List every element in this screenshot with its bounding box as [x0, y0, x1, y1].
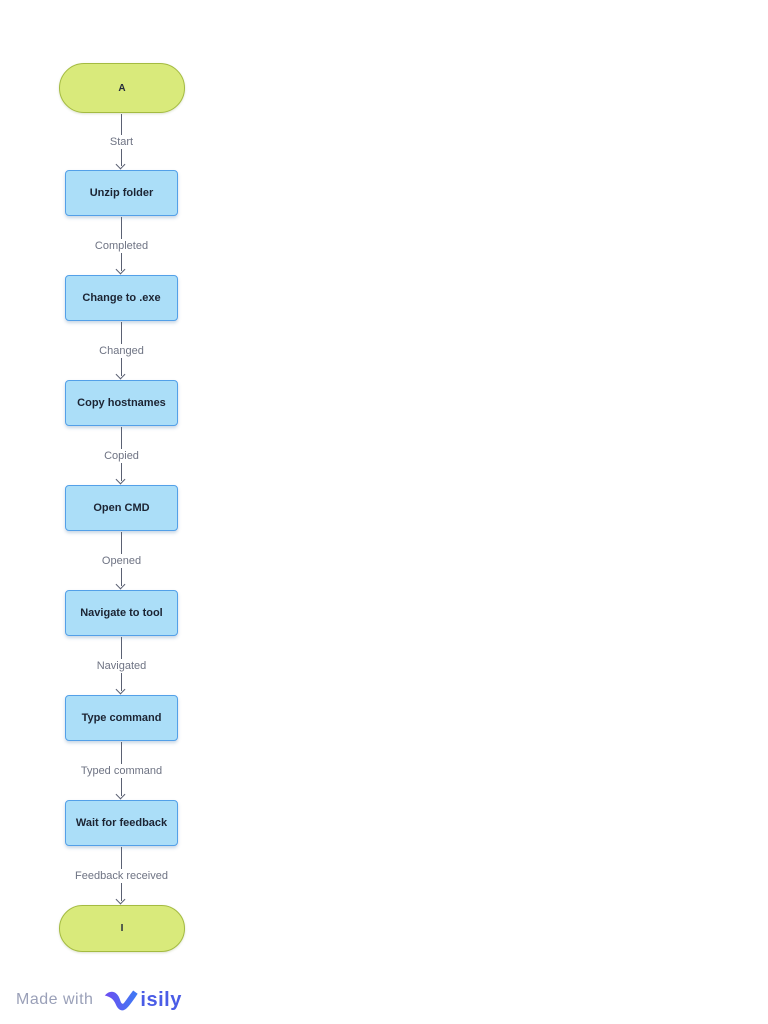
- edge-label: Typed command: [75, 764, 168, 778]
- arrow-down-icon: [115, 684, 126, 695]
- flow-node-label: Type command: [81, 712, 162, 724]
- visily-brand-text: isily: [140, 988, 182, 1011]
- flow-node-label: Wait for feedback: [75, 817, 168, 829]
- edge-label: Opened: [96, 554, 147, 568]
- flow-node-label: Open CMD: [93, 502, 150, 514]
- flow-node-change-to-exe[interactable]: Change to .exe: [65, 275, 178, 321]
- flow-edge-copied[interactable]: Copied: [0, 427, 243, 485]
- arrow-down-icon: [115, 579, 126, 590]
- flow-edge-navigated[interactable]: Navigated: [0, 637, 243, 695]
- flow-node-navigate-to-tool[interactable]: Navigate to tool: [65, 590, 178, 636]
- watermark-made-with-text: Made with: [16, 991, 94, 1008]
- flow-node-label: Navigate to tool: [80, 607, 163, 619]
- arrow-down-icon: [115, 894, 126, 905]
- flow-node-unzip-folder[interactable]: Unzip folder: [65, 170, 178, 216]
- edge-label: Completed: [89, 239, 154, 253]
- flow-node-start[interactable]: A: [59, 63, 185, 113]
- flow-node-type-command[interactable]: Type command: [65, 695, 178, 741]
- arrow-down-icon: [115, 264, 126, 275]
- flow-edge-opened[interactable]: Opened: [0, 532, 243, 590]
- flow-node-start-label: A: [118, 82, 126, 94]
- watermark: Made with isily: [16, 984, 182, 1016]
- arrow-down-icon: [115, 369, 126, 380]
- flow-edge-typed-command[interactable]: Typed command: [0, 742, 243, 800]
- flow-node-end-label: I: [120, 923, 124, 934]
- arrow-down-icon: [115, 474, 126, 485]
- edge-label: Copied: [99, 449, 144, 463]
- visily-logo-icon: [105, 990, 139, 1011]
- flow-edge-completed[interactable]: Completed: [0, 217, 243, 275]
- flow-node-wait-for-feedback[interactable]: Wait for feedback: [65, 800, 178, 846]
- flow-edge-feedback-received[interactable]: Feedback received: [0, 847, 243, 905]
- flow-node-label: Copy hostnames: [77, 397, 166, 409]
- flow-node-copy-hostnames[interactable]: Copy hostnames: [65, 380, 178, 426]
- edge-label: Start: [104, 135, 139, 149]
- flow-edge-changed[interactable]: Changed: [0, 322, 243, 380]
- flow-node-open-cmd[interactable]: Open CMD: [65, 485, 178, 531]
- edge-label: Navigated: [91, 659, 152, 673]
- edge-label: Feedback received: [70, 869, 173, 883]
- flow-edge-start[interactable]: Start: [0, 114, 243, 170]
- arrow-down-icon: [115, 789, 126, 800]
- flow-node-label: Unzip folder: [89, 187, 154, 199]
- flow-node-label: Change to .exe: [82, 292, 161, 304]
- flow-node-end[interactable]: I: [59, 905, 185, 952]
- arrow-down-icon: [115, 159, 126, 170]
- edge-label: Changed: [94, 344, 149, 358]
